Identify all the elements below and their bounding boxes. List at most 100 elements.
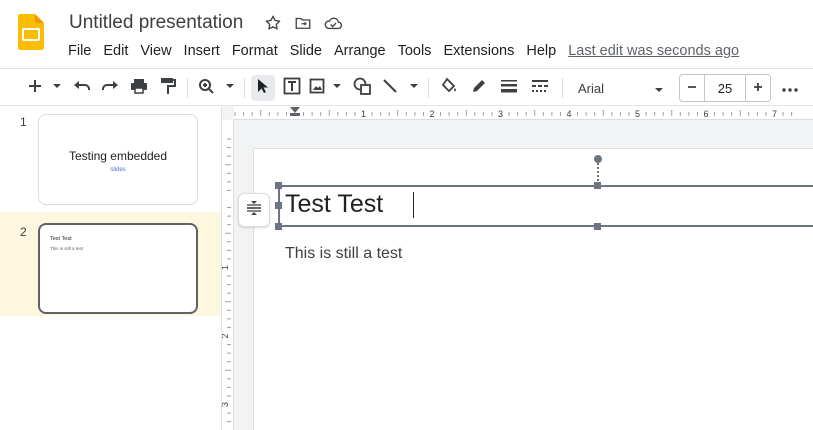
slide-filmstrip: 1 Testing embedded slides 2 Test Test Th… bbox=[0, 106, 222, 430]
font-family-select[interactable]: Arial bbox=[570, 75, 670, 101]
toolbar: Arial 25 bbox=[0, 68, 813, 106]
slide-editor: 1 2 3 4 5 6 7 1 2 3 Test Test This is still a te… bbox=[222, 106, 813, 430]
toolbar-divider bbox=[562, 78, 563, 98]
menu-insert[interactable]: Insert bbox=[183, 43, 220, 59]
last-edit-link[interactable]: Last edit was seconds ago bbox=[568, 43, 740, 59]
document-title[interactable]: Untitled presentation bbox=[69, 12, 244, 33]
print-icon bbox=[130, 78, 148, 99]
decrease-font-size-button[interactable] bbox=[680, 75, 704, 101]
ruler-label: 4 bbox=[566, 109, 571, 119]
filmstrip-slide-1[interactable]: 1 Testing embedded slides bbox=[0, 106, 221, 208]
ruler-label: 2 bbox=[429, 109, 434, 119]
print-button[interactable] bbox=[127, 75, 151, 101]
redo-button[interactable] bbox=[98, 75, 122, 101]
thumbnail-body: This is still a test bbox=[50, 246, 84, 251]
more-options-button[interactable] bbox=[779, 75, 801, 101]
toolbar-divider bbox=[428, 78, 429, 98]
resize-handle[interactable] bbox=[594, 182, 601, 189]
zoom-button[interactable] bbox=[196, 75, 238, 101]
select-tool-button[interactable] bbox=[251, 75, 275, 101]
menu-arrange[interactable]: Arrange bbox=[333, 43, 386, 59]
menu-extensions[interactable]: Extensions bbox=[443, 43, 515, 59]
resize-handle[interactable] bbox=[275, 202, 282, 209]
undo-button[interactable] bbox=[70, 75, 94, 101]
menu-slide[interactable]: Slide bbox=[289, 43, 322, 59]
menu-help[interactable]: Help bbox=[526, 43, 557, 59]
slide-number: 1 bbox=[20, 115, 27, 129]
shape-button[interactable] bbox=[350, 75, 374, 101]
fill-color-icon bbox=[440, 77, 458, 100]
menu-file[interactable]: File bbox=[68, 43, 92, 59]
plus-icon bbox=[753, 79, 763, 97]
toolbar-divider bbox=[244, 78, 245, 98]
ruler-label: 1 bbox=[222, 265, 230, 270]
ruler-label: 3 bbox=[498, 109, 503, 119]
new-slide-button[interactable] bbox=[24, 75, 64, 101]
menu-tools[interactable]: Tools bbox=[397, 43, 432, 59]
slide-title-text[interactable]: Test Test bbox=[285, 190, 384, 218]
text-cursor bbox=[413, 192, 414, 218]
cloud-saved-icon[interactable] bbox=[322, 12, 344, 34]
vertical-align-button[interactable] bbox=[238, 193, 270, 227]
fill-color-button[interactable] bbox=[437, 75, 461, 101]
menu-bar: File Edit View Insert Format Slide Arran… bbox=[62, 40, 739, 62]
star-icon[interactable] bbox=[262, 12, 284, 34]
new-slide-icon bbox=[27, 78, 61, 99]
line-button[interactable] bbox=[381, 75, 421, 101]
ruler-label: 7 bbox=[772, 109, 777, 119]
font-family-value: Arial bbox=[578, 80, 605, 96]
filmstrip-slide-2[interactable]: 2 Test Test This is still a test bbox=[0, 212, 221, 316]
line-icon bbox=[382, 78, 420, 99]
ruler-label: 6 bbox=[703, 109, 708, 119]
more-icon bbox=[782, 79, 798, 97]
text-box-button[interactable] bbox=[280, 75, 304, 101]
slide-thumbnail[interactable]: Testing embedded slides bbox=[38, 114, 198, 205]
image-button[interactable] bbox=[308, 75, 344, 101]
undo-icon bbox=[73, 79, 91, 98]
paint-format-icon bbox=[160, 77, 176, 100]
border-weight-icon bbox=[500, 79, 518, 98]
slides-logo-icon[interactable] bbox=[18, 14, 44, 50]
thumbnail-title: Testing embedded bbox=[68, 149, 168, 163]
slide-body-text[interactable]: This is still a test bbox=[285, 245, 403, 262]
increase-font-size-button[interactable] bbox=[746, 75, 770, 101]
redo-icon bbox=[101, 79, 119, 98]
indent-marker[interactable] bbox=[290, 107, 300, 116]
slide-number: 2 bbox=[20, 225, 27, 239]
select-icon bbox=[257, 78, 269, 99]
image-icon bbox=[309, 78, 343, 99]
ruler-label: 5 bbox=[635, 109, 640, 119]
slide-canvas[interactable]: Test Test This is still a test bbox=[254, 149, 813, 430]
ruler-label: 1 bbox=[361, 109, 366, 119]
rotate-handle[interactable] bbox=[594, 155, 602, 163]
border-color-button[interactable] bbox=[467, 75, 491, 101]
resize-handle[interactable] bbox=[594, 223, 601, 230]
menu-edit[interactable]: Edit bbox=[103, 43, 129, 59]
toolbar-divider bbox=[187, 78, 188, 98]
font-size-control: 25 bbox=[679, 74, 771, 102]
move-folder-icon[interactable] bbox=[292, 12, 314, 34]
shape-icon bbox=[353, 77, 371, 100]
horizontal-ruler[interactable]: 1 2 3 4 5 6 7 bbox=[234, 106, 813, 120]
thumbnail-subtitle: slides bbox=[110, 167, 126, 173]
menu-format[interactable]: Format bbox=[231, 43, 278, 59]
border-color-icon bbox=[471, 78, 487, 99]
paint-format-button[interactable] bbox=[156, 75, 180, 101]
minus-icon bbox=[687, 79, 697, 97]
resize-handle[interactable] bbox=[275, 223, 282, 230]
border-dash-button[interactable] bbox=[528, 75, 552, 101]
menu-view[interactable]: View bbox=[140, 43, 172, 59]
ruler-label: 2 bbox=[222, 333, 230, 338]
resize-handle[interactable] bbox=[275, 182, 282, 189]
thumbnail-title: Test Test bbox=[50, 236, 72, 242]
ruler-label: 3 bbox=[222, 402, 230, 407]
font-size-input[interactable]: 25 bbox=[704, 75, 746, 101]
vertical-align-icon bbox=[245, 199, 263, 222]
border-weight-button[interactable] bbox=[497, 75, 521, 101]
slide-thumbnail-selected[interactable]: Test Test This is still a test bbox=[38, 223, 198, 314]
vertical-ruler[interactable]: 1 2 3 bbox=[222, 120, 234, 430]
title-actions bbox=[262, 12, 344, 34]
rotate-guide bbox=[597, 159, 599, 185]
border-dash-icon bbox=[531, 79, 549, 98]
